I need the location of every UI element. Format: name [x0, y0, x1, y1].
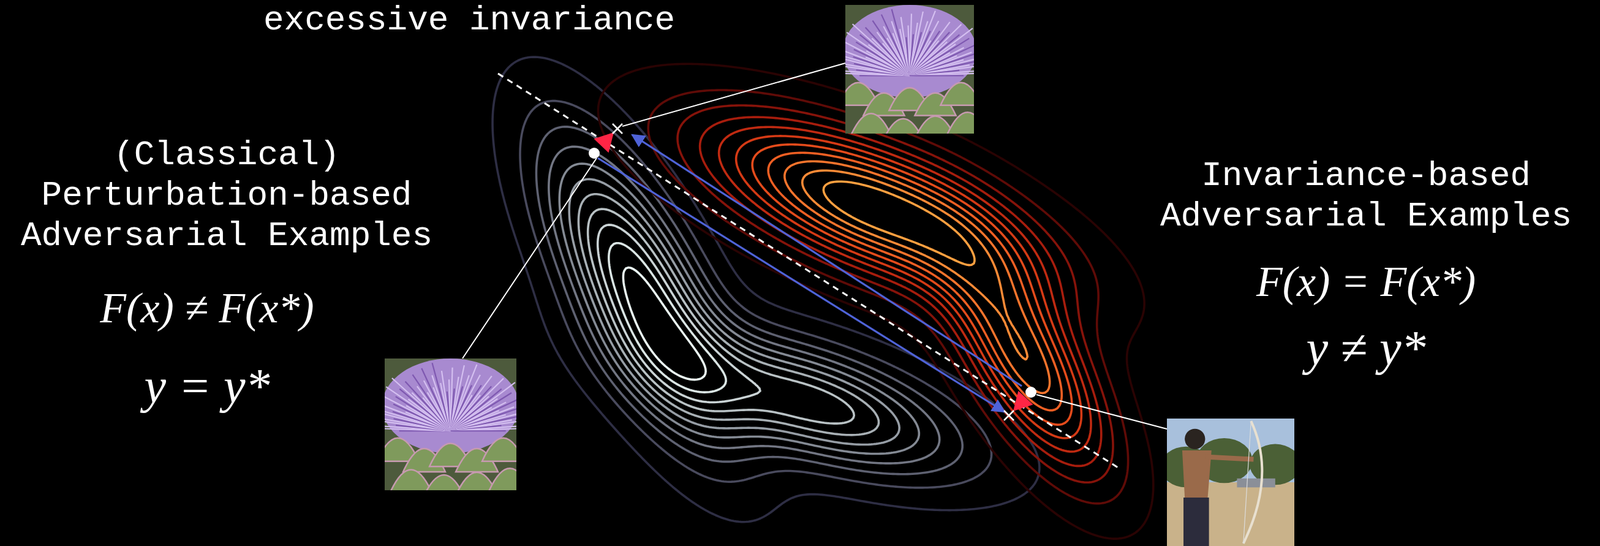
input-point — [588, 147, 600, 159]
contour-line — [622, 267, 706, 380]
region-title: Invariance-based Adversarial Examples — [1151, 155, 1581, 237]
contour-line — [719, 126, 1091, 452]
contour-line — [700, 116, 1102, 466]
decision-boundary — [498, 73, 1118, 468]
formula: y = y* — [144, 357, 271, 415]
contour-line — [823, 181, 975, 265]
contour-line — [768, 152, 1062, 410]
contour-line — [736, 135, 1082, 438]
artichoke-image — [826, 4, 995, 142]
cross-mark — [1003, 410, 1014, 421]
class-b-contours — [597, 63, 1153, 539]
leader-line — [622, 63, 846, 127]
cross-mark — [612, 123, 623, 134]
leader-line — [462, 158, 597, 359]
invariance-arrow — [632, 134, 1022, 386]
contour-line — [802, 170, 1028, 359]
formula: F(x) = F(x*) — [1256, 256, 1476, 308]
contour-line — [569, 178, 900, 445]
artichoke-image — [366, 358, 538, 499]
input-point — [1025, 386, 1037, 398]
figure-heading: excessive invariance — [236, 1, 702, 40]
contour-line — [648, 90, 1128, 504]
contour-line — [597, 63, 1153, 539]
invariance-arrow — [597, 158, 1005, 412]
cross-mark — [1003, 410, 1014, 421]
leader-line — [1036, 394, 1167, 429]
contour-line — [535, 126, 963, 475]
region-title: (Classical) Perturbation-based Adversari… — [12, 134, 442, 257]
contour-line — [559, 163, 919, 454]
cross-mark — [612, 123, 623, 134]
formula: y ≠ y* — [1306, 319, 1427, 377]
adversarial-points — [612, 123, 1014, 421]
formula: F(x) ≠ F(x*) — [99, 282, 314, 334]
archer-image — [1160, 418, 1302, 546]
contour-line — [677, 105, 1114, 483]
contour-line — [608, 243, 726, 393]
